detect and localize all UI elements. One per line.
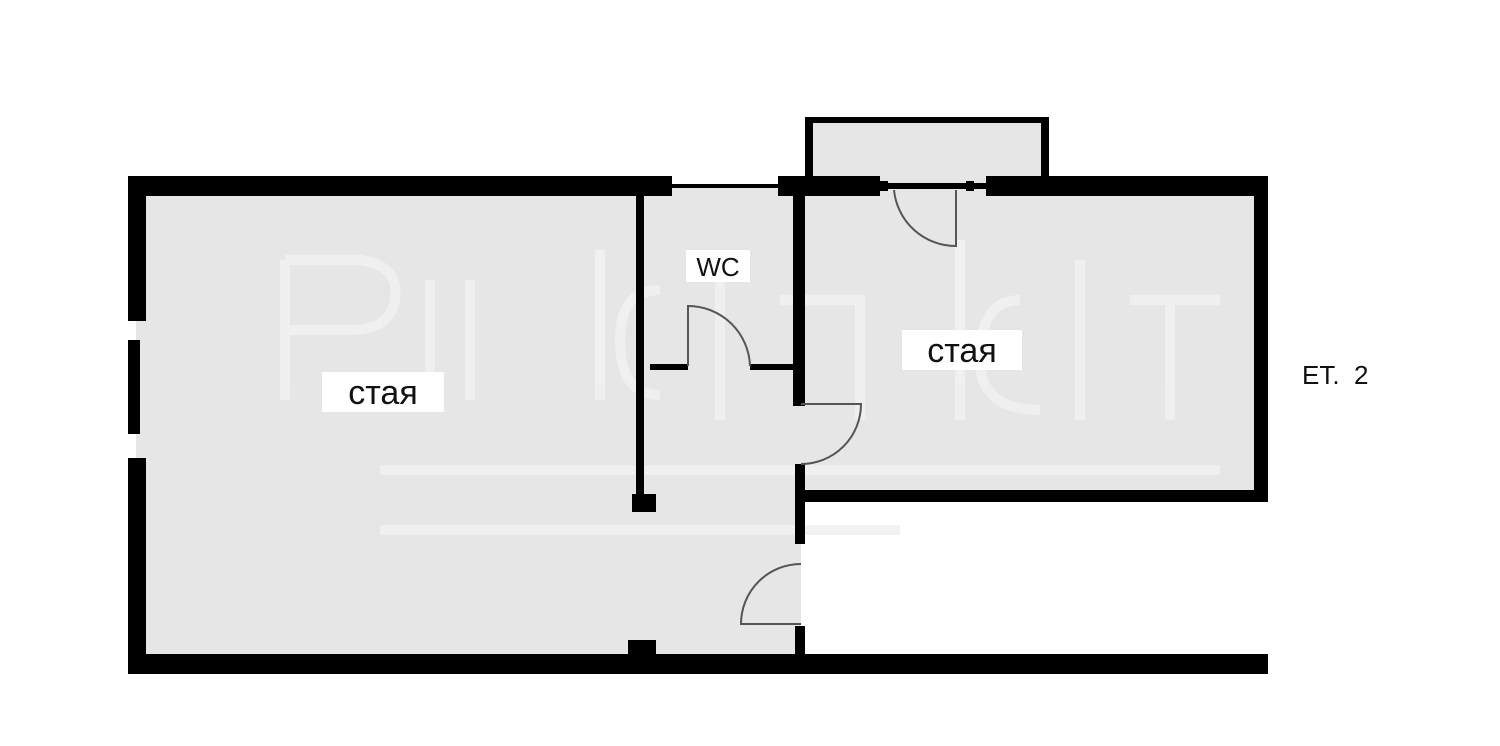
- wall-wc-bottom-left: [650, 364, 688, 370]
- room-left-label: стая: [348, 374, 418, 412]
- room-left-label-bg: [322, 372, 444, 412]
- floor-level-label: ET. 2: [1302, 360, 1368, 390]
- balcony-left-post: [805, 118, 813, 188]
- wall-top-right: [986, 176, 1268, 196]
- wall-partition-2c: [795, 626, 805, 656]
- column-bottom: [628, 640, 656, 658]
- door-right-room: [800, 403, 863, 465]
- wall-partition-2b: [795, 464, 805, 544]
- wc-label-bg: [686, 250, 750, 282]
- column-partition: [632, 494, 656, 512]
- door-entrance: [739, 563, 802, 625]
- door-wc: [687, 304, 751, 367]
- window-top: [672, 184, 778, 188]
- room-floors: [136, 122, 1262, 656]
- wall-bottom: [128, 654, 1268, 674]
- wall-left-top: [128, 176, 146, 321]
- wall-left-bottom: [128, 458, 146, 656]
- balcony-right-post: [1041, 118, 1049, 188]
- wall-right-room-bottom: [801, 490, 1268, 502]
- wall-partition-1: [636, 194, 644, 502]
- room-right-label-bg: [902, 330, 1022, 370]
- wall-left-mid: [128, 340, 140, 434]
- left-room-floor: [136, 186, 643, 656]
- wall-right: [1254, 176, 1268, 498]
- wall-top-left: [128, 176, 672, 196]
- wc-label: WC: [696, 252, 739, 282]
- wall-wc-bottom-right: [750, 364, 795, 370]
- doors: [687, 189, 957, 625]
- balcony-floor: [810, 122, 1044, 186]
- right-room-floor: [801, 186, 1262, 496]
- wall-partition-2: [793, 194, 805, 406]
- labels: стая WC стая ET. 2: [322, 250, 1368, 412]
- room-right-label: стая: [927, 332, 997, 370]
- door-balcony: [893, 189, 957, 248]
